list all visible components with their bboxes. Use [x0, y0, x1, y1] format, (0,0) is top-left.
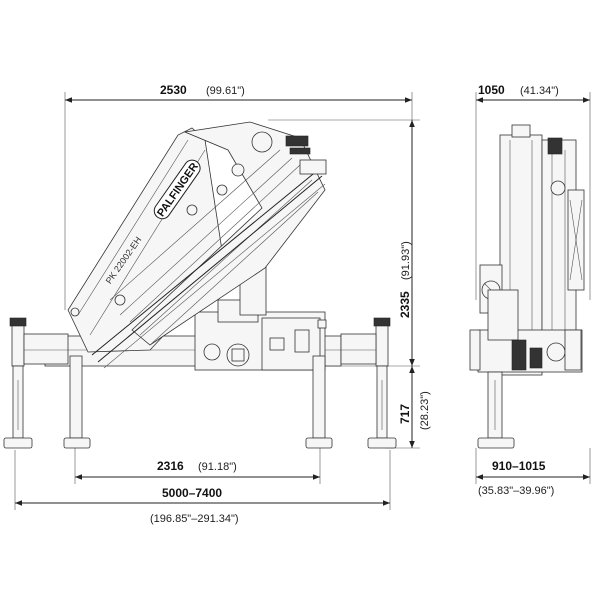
right-outrigger: [340, 317, 397, 449]
side-view-dimensions: 1050 (41.34") 910–1015 (35.83"–39.96"): [475, 83, 591, 497]
left-stabilizer-leg: [63, 355, 91, 449]
front-view-dimensions: 2530 (99.61") 2335 (91.93") 717 (28.23")…: [14, 83, 431, 525]
outrigger-span-inch: (196.85"–291.34"): [150, 513, 239, 525]
base-width-mm: 910–1015: [492, 459, 546, 473]
side-width-inch: (41.34"): [520, 85, 559, 97]
outrigger-half-inch: (91.18"): [198, 461, 237, 473]
left-outrigger: [3, 317, 69, 449]
height-mm: 2335: [398, 291, 412, 318]
knuckle-boom: [131, 121, 326, 346]
crane-side-view: [469, 124, 585, 449]
outrigger-half-mm: 2316: [157, 459, 184, 473]
boom-head-sheave: [251, 131, 273, 153]
top-width-mm: 2530: [160, 83, 187, 97]
crane-front-view: PALFINGER PK 22002-EH: [3, 121, 397, 449]
height-inch: (91.93"): [400, 241, 412, 280]
outrigger-span-mm: 5000–7400: [162, 486, 222, 500]
hydraulic-pump: [203, 343, 221, 361]
base-width-inch: (35.83"–39.96"): [478, 485, 554, 497]
top-width-inch: (99.61"): [206, 85, 245, 97]
extension-cylinder: [91, 169, 319, 356]
side-width-mm: 1050: [478, 83, 505, 97]
lower-height-mm: 717: [398, 404, 412, 424]
right-stabilizer-leg: [305, 355, 333, 449]
lower-height-inch: (28.23"): [419, 391, 431, 430]
